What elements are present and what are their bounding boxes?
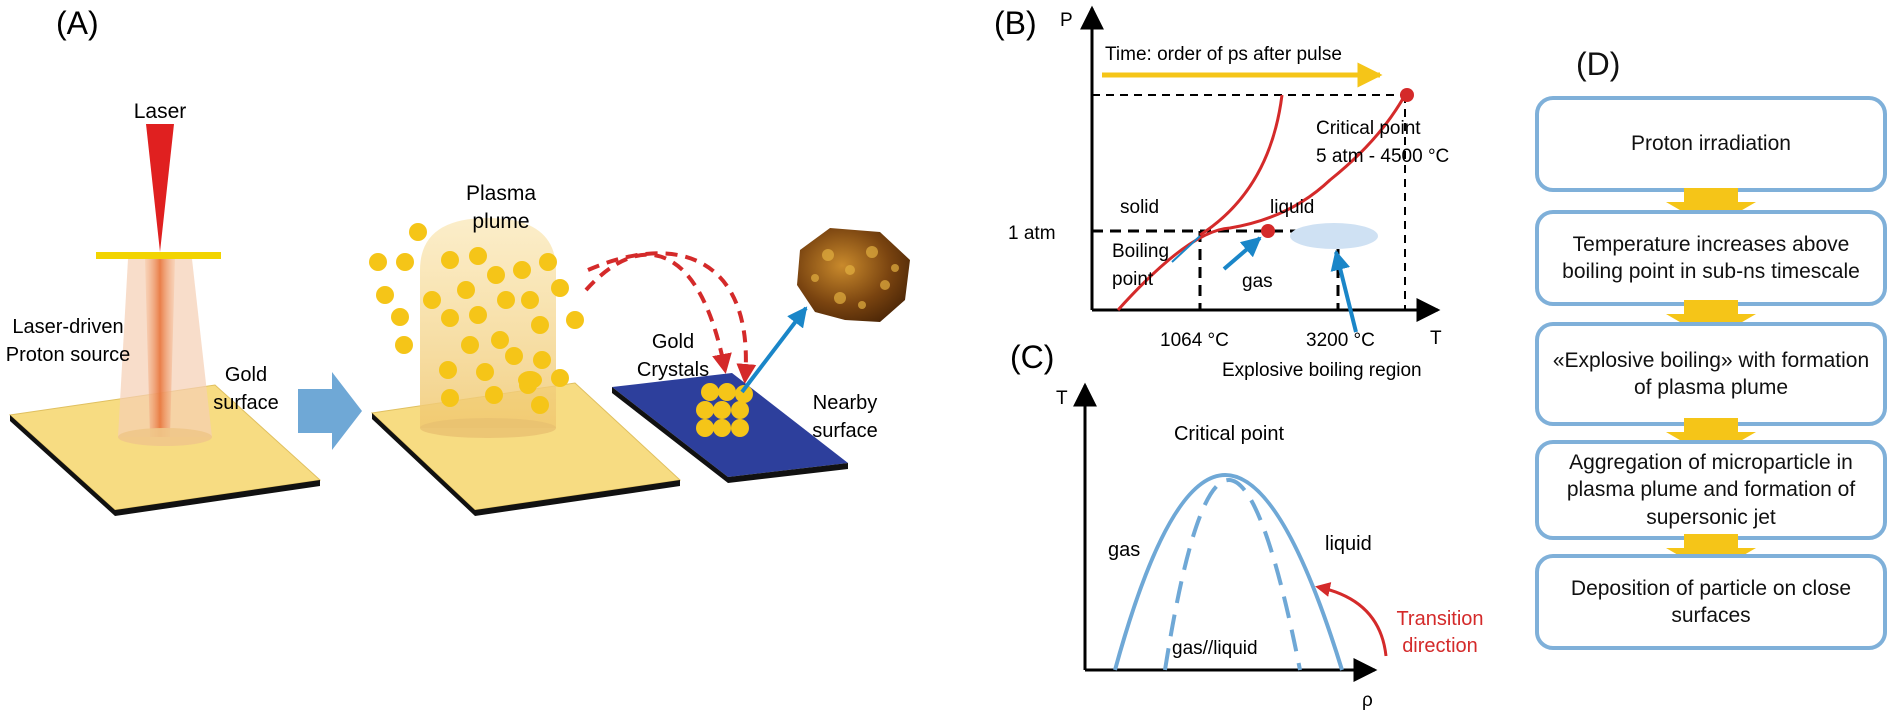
- p-axis-label: P: [1060, 10, 1073, 31]
- flow-step-1: Proton irradiation: [1535, 96, 1887, 192]
- nearby-surface-label-2: surface: [812, 420, 878, 442]
- flow-step-3: «Explosive boiling» with formation of pl…: [1535, 322, 1887, 426]
- t-tick-3200: 3200 °C: [1306, 330, 1375, 351]
- boiling-point-label-2: point: [1112, 269, 1154, 290]
- vapor-curve: [1116, 94, 1407, 312]
- figure-canvas: (A) Laser Laser-driven Proton source Gol…: [6, 5, 1484, 710]
- transition-label-2: direction: [1402, 635, 1478, 657]
- proton-source-label-2: Proton source: [6, 344, 131, 366]
- panel-a: (A) Laser Laser-driven Proton source Gol…: [6, 5, 910, 516]
- plume-particles: [369, 223, 584, 414]
- binodal-curve: [1113, 473, 1344, 671]
- zoom-arrow: [740, 306, 808, 394]
- gold-surface-label-1: Gold: [225, 364, 267, 386]
- laser-label: Laser: [134, 100, 187, 123]
- explosive-arrow: [1330, 250, 1358, 333]
- flow-step-2: Temperature increases above boiling poin…: [1535, 210, 1887, 306]
- nearby-surface-label-1: Nearby: [813, 392, 877, 414]
- proton-source-label-1: Laser-driven: [12, 316, 123, 338]
- trajectory-arrow-1: [584, 252, 732, 374]
- p-tick-1atm: 1 atm: [1008, 223, 1056, 244]
- gold-crystals-label-2: Crystals: [637, 359, 709, 381]
- gas-label-c: gas: [1108, 539, 1140, 561]
- gas-label-b: gas: [1242, 271, 1273, 292]
- time-note: Time: order of ps after pulse: [1105, 44, 1342, 65]
- flow-arrow-1-icon: [1666, 188, 1756, 228]
- liquid-label-c: liquid: [1325, 533, 1372, 555]
- gold-crystal-cluster: [696, 383, 753, 437]
- transition-arrow: [1315, 582, 1388, 657]
- panel-c: (C) T ρ Critical point gas liquid gas//l…: [1010, 339, 1484, 710]
- flow-step-4: Aggregation of microparticle in plasma p…: [1535, 440, 1887, 540]
- trajectory-arrow-2: [587, 251, 757, 384]
- solid-label: solid: [1120, 197, 1159, 218]
- laser-beam-icon: [146, 124, 174, 252]
- explosive-region: [1290, 223, 1378, 249]
- critical-point-label-b-1: Critical point: [1316, 118, 1421, 139]
- boiling-arrow: [1222, 236, 1262, 271]
- step-arrow-icon: [298, 372, 362, 450]
- melting-curve: [1199, 94, 1284, 237]
- panel-d: (D) Proton irradiation Temperature incre…: [1520, 0, 1900, 710]
- gold-surface-label-2: surface: [213, 392, 279, 414]
- t-axis-label-c: T: [1056, 388, 1068, 409]
- plasma-plume-label-2: plume: [472, 210, 529, 233]
- panel-b: (B) P T Time: order of ps after pulse Cr…: [994, 5, 1449, 381]
- explosive-region-label: Explosive boiling region: [1222, 360, 1422, 381]
- t-tick-1064: 1064 °C: [1160, 330, 1229, 351]
- flow-arrow-2-icon: [1666, 300, 1756, 340]
- t-axis-label-b: T: [1430, 328, 1442, 349]
- panel-d-label: (D): [1576, 46, 1621, 82]
- flow-step-5: Deposition of particle on close surfaces: [1535, 554, 1887, 650]
- panel-a-label: (A): [56, 5, 99, 41]
- critical-point-label-c: Critical point: [1174, 423, 1284, 445]
- panel-b-label: (B): [994, 5, 1037, 41]
- gas-liquid-label: gas//liquid: [1172, 638, 1258, 659]
- liquid-label-b: liquid: [1270, 197, 1314, 218]
- panel-c-label: (C): [1010, 339, 1054, 375]
- rho-axis-label: ρ: [1362, 690, 1373, 710]
- plasma-plume-label-1: Plasma: [466, 182, 536, 205]
- critical-point-marker: [1400, 88, 1414, 102]
- critical-point-label-b-2: 5 atm - 4500 °C: [1316, 146, 1449, 167]
- boiling-point-label-1: Boiling: [1112, 241, 1169, 262]
- boiling-point-marker: [1261, 224, 1275, 238]
- target-foil: [96, 252, 221, 259]
- gold-crystals-label-1: Gold: [652, 331, 694, 353]
- flow-arrow-3-icon: [1666, 418, 1756, 458]
- transition-label-1: Transition: [1396, 608, 1483, 630]
- spinodal-curve: [1163, 478, 1302, 671]
